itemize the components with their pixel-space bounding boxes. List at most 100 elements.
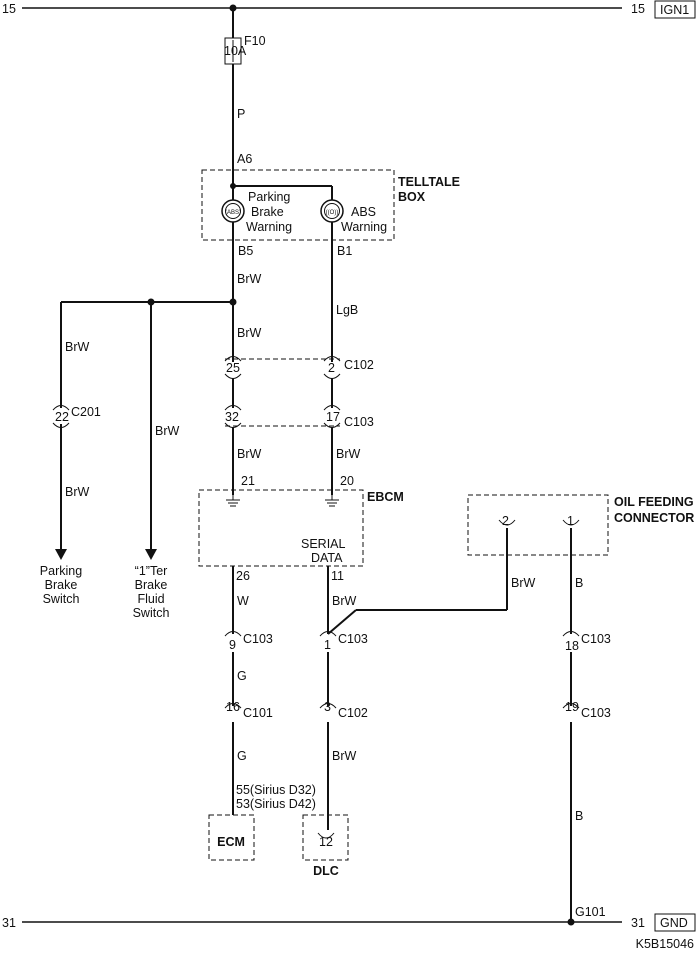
connector-c101: 16 C101 (224, 700, 273, 720)
svg-text:“1”Ter: “1”Ter (135, 564, 168, 578)
svg-text:11: 11 (331, 569, 344, 583)
svg-text:2: 2 (502, 514, 509, 528)
svg-text:CONNECTOR: CONNECTOR (614, 511, 694, 525)
svg-text:DLC: DLC (313, 864, 339, 878)
lamp1-line2: Brake (251, 205, 284, 219)
wire-g-1: G (237, 669, 247, 683)
svg-text:DATA: DATA (311, 551, 343, 565)
telltale-pin-b5: B5 (238, 244, 253, 258)
telltale-title-1: TELLTALE (398, 175, 460, 189)
wire-b-1: B (575, 576, 583, 590)
wire-brw-3: BrW (237, 447, 262, 461)
brw-branch: BrW BrW LgB BrW BrW BrW (55, 222, 358, 560)
telltale-pin-a6: A6 (237, 152, 252, 166)
ign1-label: IGN1 (660, 3, 689, 17)
abs-lamp-icon: ((O)) (320, 199, 344, 223)
svg-text:32: 32 (225, 410, 239, 424)
telltale-box: TELLTALE BOX (ABS) ((O)) Parking Brake W… (201, 169, 460, 258)
lamp1-line3: Warning (246, 220, 292, 234)
svg-text:SERIAL: SERIAL (301, 537, 346, 551)
svg-text:C201: C201 (71, 405, 101, 419)
svg-text:C103: C103 (338, 632, 368, 646)
telltale-title-2: BOX (398, 190, 426, 204)
wire-brw-left: BrW (65, 340, 90, 354)
svg-text:1: 1 (324, 638, 331, 652)
wire-g-2: G (237, 749, 247, 763)
fuse-name: F10 (244, 34, 266, 48)
svg-text:C103: C103 (581, 706, 611, 720)
svg-text:Parking: Parking (40, 564, 82, 578)
parking-switch-arrow (55, 549, 67, 560)
ground-symbol (226, 495, 240, 507)
svg-text:2: 2 (328, 361, 335, 375)
svg-text:Switch: Switch (133, 606, 170, 620)
svg-text:Brake: Brake (135, 578, 168, 592)
gnd-rail: 31 31 GND (2, 913, 696, 932)
svg-text:C103: C103 (581, 632, 611, 646)
dlc-connector: 12 DLC (302, 814, 349, 878)
connector-c102-top: 25 2 C102 (224, 356, 374, 379)
wire-brw-2: BrW (237, 326, 262, 340)
fluid-switch-arrow (145, 549, 157, 560)
svg-text:18: 18 (565, 639, 579, 653)
svg-text:9: 9 (229, 638, 236, 652)
connector-c103-pin18: 18 C103 (562, 631, 611, 653)
svg-text:ECM: ECM (217, 835, 245, 849)
svg-text:C102: C102 (338, 706, 368, 720)
lamp2-line2: Warning (341, 220, 387, 234)
svg-text:31: 31 (2, 916, 16, 930)
connector-c102-pin3: 3 C102 (319, 700, 368, 720)
wire-brw-1: BrW (237, 272, 262, 286)
lamp1-line1: Parking (248, 190, 290, 204)
parking-brake-lamp-icon: (ABS) (221, 199, 245, 223)
svg-text:25: 25 (226, 361, 240, 375)
svg-text:22: 22 (55, 410, 69, 424)
svg-text:26: 26 (236, 569, 250, 583)
ebcm-module: EBCM 21 20 SERIAL DATA 26 11 (198, 474, 404, 583)
connector-c103-pin9: 9 C103 (224, 631, 273, 652)
svg-text:OIL FEEDING: OIL FEEDING (614, 495, 694, 509)
gnd-label: GND (660, 916, 688, 930)
svg-text:C103: C103 (344, 415, 374, 429)
wire-b-2: B (575, 809, 583, 823)
wire-lgb: LgB (336, 303, 358, 317)
svg-text:16: 16 (226, 700, 240, 714)
svg-text:C102: C102 (344, 358, 374, 372)
svg-text:3: 3 (324, 700, 331, 714)
svg-text:Brake: Brake (45, 578, 78, 592)
wire-brw-5: BrW (332, 594, 357, 608)
telltale-pin-b1: B1 (337, 244, 352, 258)
svg-text:12: 12 (319, 835, 333, 849)
wire-color-p: P (237, 107, 245, 121)
svg-text:31: 31 (631, 916, 645, 930)
wire-w: W (237, 594, 249, 608)
parking-brake-switch-label: Parking Brake Switch (40, 564, 82, 606)
connector-c201: 22 C201 (52, 405, 101, 428)
svg-text:20: 20 (340, 474, 354, 488)
lamp2-line1: ABS (351, 205, 376, 219)
svg-text:19: 19 (565, 700, 579, 714)
wire-brw-left-2: BrW (65, 485, 90, 499)
rail-top-right-num: 15 (631, 2, 645, 16)
ign1-label-box (654, 0, 696, 19)
wire-brw-6: BrW (332, 749, 357, 763)
ecm-pin-1: 55(Sirius D32) (236, 783, 316, 797)
connector-c103-pin19: 19 C103 (562, 700, 611, 720)
svg-text:17: 17 (326, 410, 340, 424)
svg-text:(ABS): (ABS) (225, 210, 241, 216)
connector-c103-top: 32 17 C103 (224, 405, 374, 429)
ecm-pin-2: 53(Sirius D42) (236, 797, 316, 811)
svg-text:C101: C101 (243, 706, 273, 720)
svg-text:EBCM: EBCM (367, 490, 404, 504)
svg-text:C103: C103 (243, 632, 273, 646)
ign1-rail: 15 15 IGN1 (2, 0, 696, 19)
svg-text:Fluid: Fluid (137, 592, 164, 606)
oil-feeding-connector: OIL FEEDING CONNECTOR 2 1 (467, 494, 694, 556)
svg-text:1: 1 (567, 514, 574, 528)
svg-text:Switch: Switch (43, 592, 80, 606)
diagram-code: K5B15046 (636, 937, 694, 951)
rail-top-left-num: 15 (2, 2, 16, 16)
connector-c103-pin1: 1 C103 (319, 631, 368, 652)
wire-brw-mid: BrW (155, 424, 180, 438)
